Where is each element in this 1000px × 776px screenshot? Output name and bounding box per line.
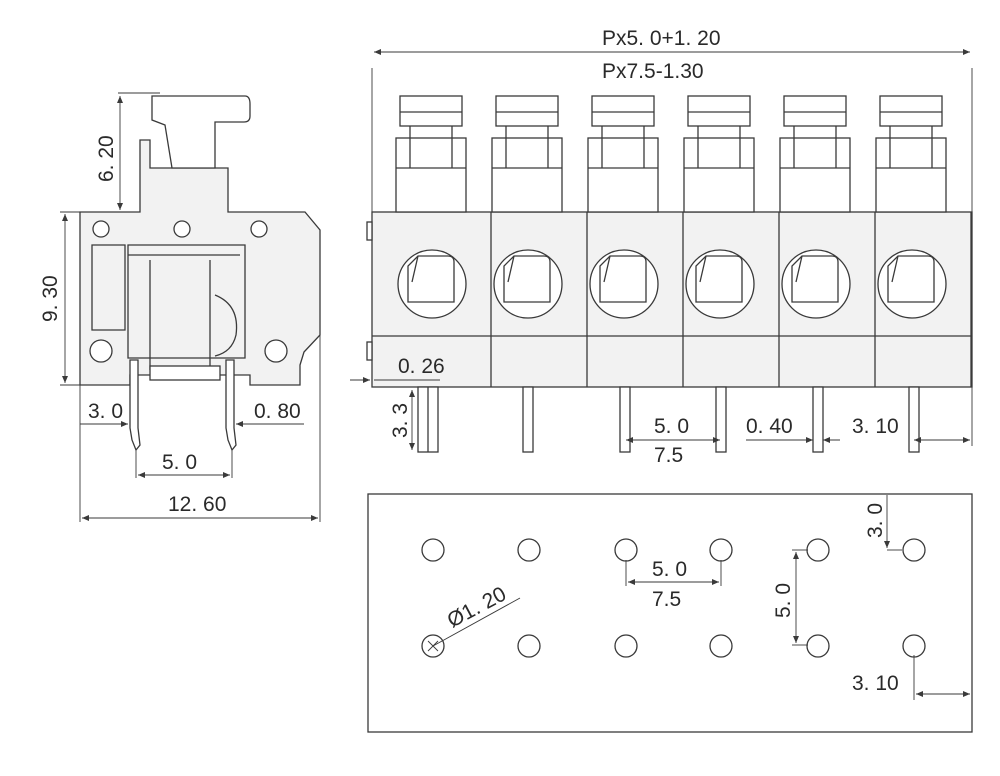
- front-pole: [683, 95, 780, 387]
- front-pin: [715, 386, 727, 453]
- front-pin: [812, 386, 824, 453]
- front-pole: [491, 95, 588, 387]
- pole-lever-cap: [687, 95, 751, 127]
- pcb-outline: [367, 493, 973, 733]
- pcb-pitch-b-label: 7.5: [652, 588, 681, 611]
- pcb-hole: [614, 538, 638, 562]
- front-housing: [371, 211, 973, 388]
- pcb-hole: [517, 538, 541, 562]
- pole-lever-cap: [879, 95, 943, 127]
- side-hole-bottom-left: [89, 339, 113, 363]
- side-hole-top-mid: [173, 220, 191, 238]
- front-pitch-a-label: 5. 0: [654, 415, 689, 438]
- front-left-tab-bottom: [366, 341, 373, 361]
- front-left-tab-top: [366, 221, 373, 241]
- side-pin-span-label: 5. 0: [162, 451, 197, 474]
- side-offset-left-label: 3. 0: [88, 400, 123, 423]
- pcb-hole: [517, 634, 541, 658]
- pcb-top-offset-label: 3. 0: [864, 503, 887, 538]
- pitch-label-1: Px5. 0+1. 20: [602, 27, 721, 50]
- pcb-hole: [709, 634, 733, 658]
- pcb-layout: Ø1. 20 5. 0 7.5 5. 0 3. 0 3. 10: [367, 493, 973, 733]
- pcb-hole: [421, 538, 445, 562]
- front-pin: [522, 386, 534, 453]
- pole-stem: [395, 137, 467, 213]
- side-pin-left: [129, 359, 141, 452]
- front-pin: [908, 386, 920, 453]
- side-pin-right: [225, 359, 237, 452]
- pole-stem: [683, 137, 755, 213]
- pcb-pitch-a-label: 5. 0: [652, 558, 687, 581]
- front-view: Px5. 0+1. 20 Px7.5-1.30 0. 26 3. 3 5. 0 …: [350, 27, 973, 467]
- wire-entry-square: [407, 255, 455, 303]
- wire-entry-square: [695, 255, 743, 303]
- pcb-holes: [421, 538, 926, 658]
- pole-stem: [587, 137, 659, 213]
- front-pin: [619, 386, 631, 453]
- front-pole: [587, 95, 684, 387]
- pcb-row-spacing-label: 5. 0: [772, 583, 795, 618]
- pcb-hole: [709, 538, 733, 562]
- pole-lever-cap: [783, 95, 847, 127]
- side-view: 6. 20 9. 30 3. 0 0. 80 5. 0 12. 60: [39, 92, 321, 522]
- front-pole: [779, 95, 876, 387]
- front-pole: [395, 95, 492, 387]
- pcb-hole: [806, 538, 830, 562]
- pole-lever-cap: [495, 95, 559, 127]
- side-height-top-label: 6. 20: [95, 135, 118, 182]
- pcb-hole: [902, 634, 926, 658]
- side-hole-bottom-right: [264, 339, 288, 363]
- side-hole-top-right: [250, 220, 268, 238]
- front-pin-length-label: 3. 3: [389, 403, 412, 438]
- side-height-body-label: 9. 30: [39, 275, 62, 322]
- side-pin-base: [149, 365, 221, 381]
- wire-entry-square: [599, 255, 647, 303]
- front-offset-026-label: 0. 26: [398, 355, 445, 378]
- pcb-hole: [806, 634, 830, 658]
- pole-stem: [779, 137, 851, 213]
- side-total-width-label: 12. 60: [168, 493, 226, 516]
- pcb-edge-label: 3. 10: [852, 672, 899, 695]
- wire-entry-square: [887, 255, 935, 303]
- pitch-label-2: Px7.5-1.30: [602, 60, 704, 83]
- front-pitch-b-label: 7.5: [654, 444, 683, 467]
- wire-entry-square: [791, 255, 839, 303]
- side-pin-width-label: 0. 80: [254, 400, 301, 423]
- front-pole: [875, 95, 972, 387]
- pole-stem: [875, 137, 947, 213]
- wire-entry-square: [503, 255, 551, 303]
- front-pin-dia-label: 0. 40: [746, 415, 793, 438]
- side-clamp: [128, 254, 240, 370]
- pcb-hole: [614, 634, 638, 658]
- side-hole-top-left: [92, 220, 110, 238]
- pcb-hole: [902, 538, 926, 562]
- pole-lever-cap: [399, 95, 463, 127]
- pole-stem: [491, 137, 563, 213]
- pole-lever-cap: [591, 95, 655, 127]
- front-poles: [395, 95, 972, 387]
- side-inner-cavity: [91, 244, 246, 359]
- side-lever: [151, 95, 251, 169]
- front-edge-label: 3. 10: [852, 415, 899, 438]
